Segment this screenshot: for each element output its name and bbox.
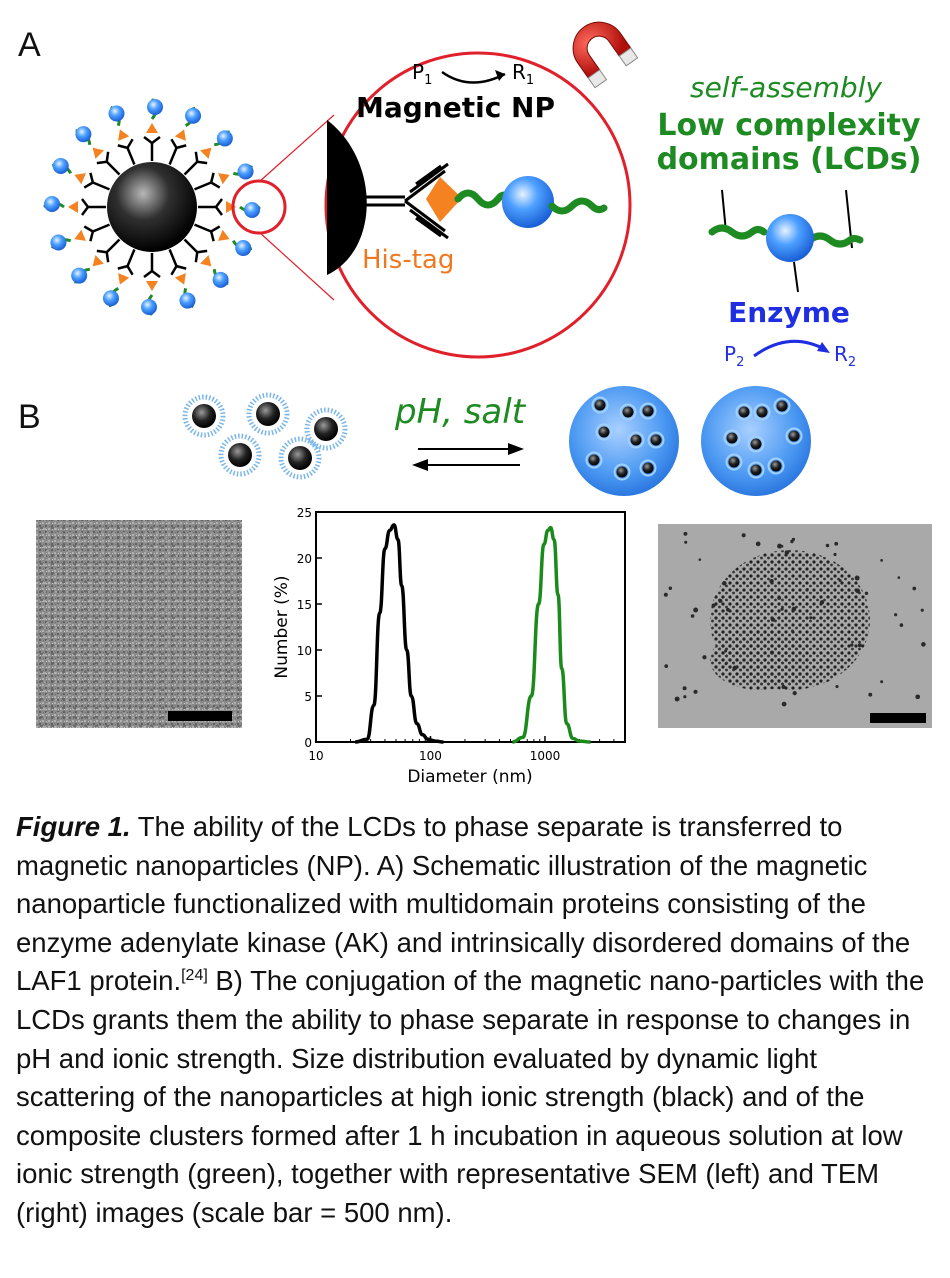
zoom-line-bottom — [258, 231, 335, 301]
caption-reference: [24] — [181, 967, 208, 985]
nanoparticle-core — [107, 162, 197, 252]
sem-image — [36, 520, 242, 728]
r2-label: R — [834, 342, 848, 366]
his-tag-label: His-tag — [362, 245, 454, 275]
r1-subscript: 1 — [526, 73, 534, 88]
y-tick-label: 5 — [304, 690, 312, 704]
svg-text:P2: P2 — [724, 342, 744, 370]
enzyme-sphere — [502, 176, 554, 228]
figure-graphic: A His-tag Magnetic NP P1 — [18, 21, 932, 787]
series-line-2 — [512, 525, 591, 744]
y-tick-label: 10 — [297, 644, 312, 658]
dls-chart: 0 5 10 15 20 25 10 100 1000 Diameter (nm) Number… — [272, 506, 626, 787]
panel-b-label: B — [18, 398, 41, 436]
p2-label: P — [724, 342, 736, 366]
condition-label: pH, salt — [394, 392, 527, 432]
functionalized-nanoparticle — [43, 98, 261, 316]
enzyme-label: Enzyme — [728, 296, 850, 329]
series-line-1 — [355, 523, 444, 744]
caption-label: Figure 1. — [16, 811, 131, 842]
figure-caption: Figure 1. The ability of the LCDs to pha… — [16, 808, 942, 1233]
chart-frame — [315, 511, 626, 743]
p1-label: P — [412, 60, 424, 84]
tem-scale-bar — [870, 713, 926, 723]
droplet-clusters — [569, 386, 811, 496]
x-tick-label: 1000 — [530, 749, 561, 763]
x-axis-label: Diameter (nm) — [407, 767, 532, 787]
p2-subscript: 2 — [736, 355, 744, 370]
r2-subscript: 2 — [848, 355, 856, 370]
panel-a-label: A — [18, 26, 41, 64]
y-tick-label: 20 — [297, 552, 312, 566]
reaction-arrow-2 — [753, 339, 827, 358]
dispersed-nanoparticles — [182, 392, 348, 480]
caption-text-part1: The ability of the LCDs to phase separat… — [16, 811, 911, 997]
sem-scale-bar — [168, 711, 232, 721]
self-assembly-label: self-assembly — [690, 71, 882, 104]
magnetic-np-label: Magnetic NP — [356, 91, 555, 124]
equilibrium-arrows — [412, 443, 524, 471]
lcd-title-line1: Low complexity — [657, 108, 921, 143]
y-tick-label: 0 — [304, 736, 312, 750]
p1-subscript: 1 — [424, 73, 432, 88]
magnet-icon — [572, 21, 639, 89]
x-tick-label: 100 — [419, 749, 442, 763]
x-tick-label: 10 — [308, 749, 323, 763]
lcd-enzyme-schematic — [708, 189, 864, 293]
y-tick-label: 25 — [297, 506, 312, 520]
svg-text:P1: P1 — [412, 60, 432, 88]
zoom-line-top — [258, 114, 335, 183]
svg-text:R1: R1 — [512, 60, 534, 88]
his-tag-triangle — [426, 177, 462, 222]
zoom-circle: His-tag Magnetic NP P1 R1 — [324, 51, 632, 359]
r1-label: R — [512, 60, 526, 84]
svg-text:R2: R2 — [834, 342, 856, 370]
tem-image — [658, 524, 932, 728]
zoom-source-circle — [231, 179, 287, 235]
lcd-title-line2: domains (LCDs) — [657, 142, 922, 177]
y-axis-label: Number (%) — [272, 575, 292, 678]
caption-text-part2: B) The conjugation of the magnetic nano-… — [16, 965, 925, 1228]
y-tick-label: 15 — [297, 598, 312, 612]
